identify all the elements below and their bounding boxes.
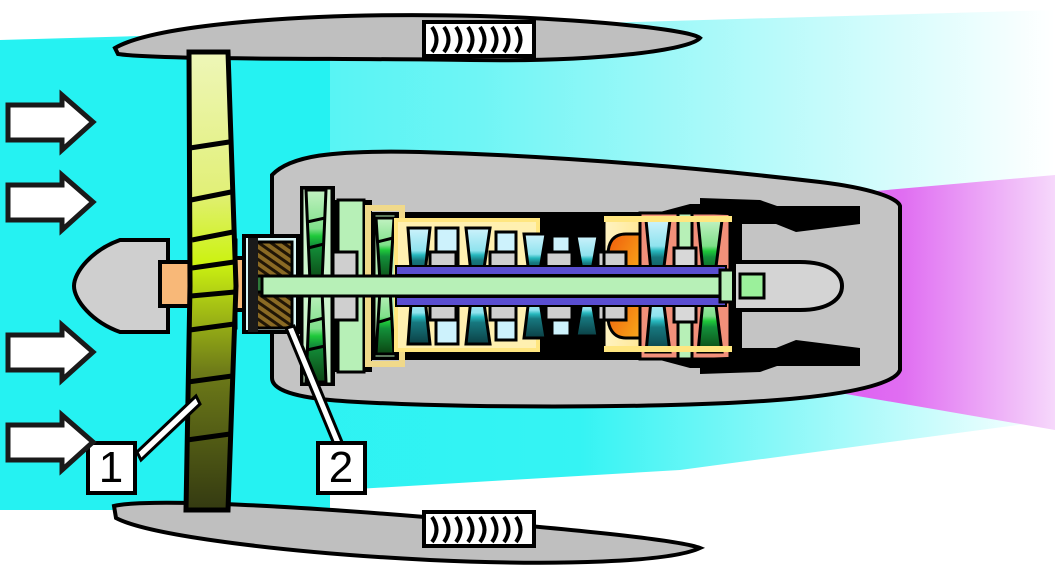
callout-1-label: 1 [99, 443, 123, 492]
intake-airflow-arrows [5, 89, 97, 476]
airflow-arrow-1 [5, 89, 97, 156]
airflow-arrow-3 [5, 319, 97, 386]
upper-wing [112, 13, 703, 63]
callout-2-label: 2 [329, 443, 353, 492]
airflow-arrow-4 [5, 409, 97, 476]
shaft-bearing-line-lower [395, 296, 727, 307]
airflow-arrow-2 [5, 169, 97, 236]
gearbox-teeth-upper [254, 240, 294, 282]
lower-wing-hatch [430, 515, 523, 544]
lp-rotor-stage-2 [374, 216, 396, 356]
combustor-wall-bot [604, 346, 732, 352]
lower-wing [111, 500, 706, 565]
callout-2[interactable]: 2 [283, 324, 367, 495]
exhaust-nozzle-lips [700, 198, 860, 374]
exhaust-cone [732, 260, 845, 312]
combustor-wall-top [604, 216, 732, 222]
callout-1-box[interactable] [86, 441, 137, 495]
propeller-blade[interactable] [183, 49, 239, 513]
shaft-bearing-line-upper [395, 265, 727, 276]
callout-1[interactable]: 1 [86, 393, 202, 495]
upper-wing-hatch [430, 25, 523, 54]
blade-segment-lines [186, 139, 236, 443]
spinner-nose-cone [71, 238, 170, 334]
callout-2-box[interactable] [316, 441, 367, 495]
callout-1-leader [135, 393, 202, 463]
